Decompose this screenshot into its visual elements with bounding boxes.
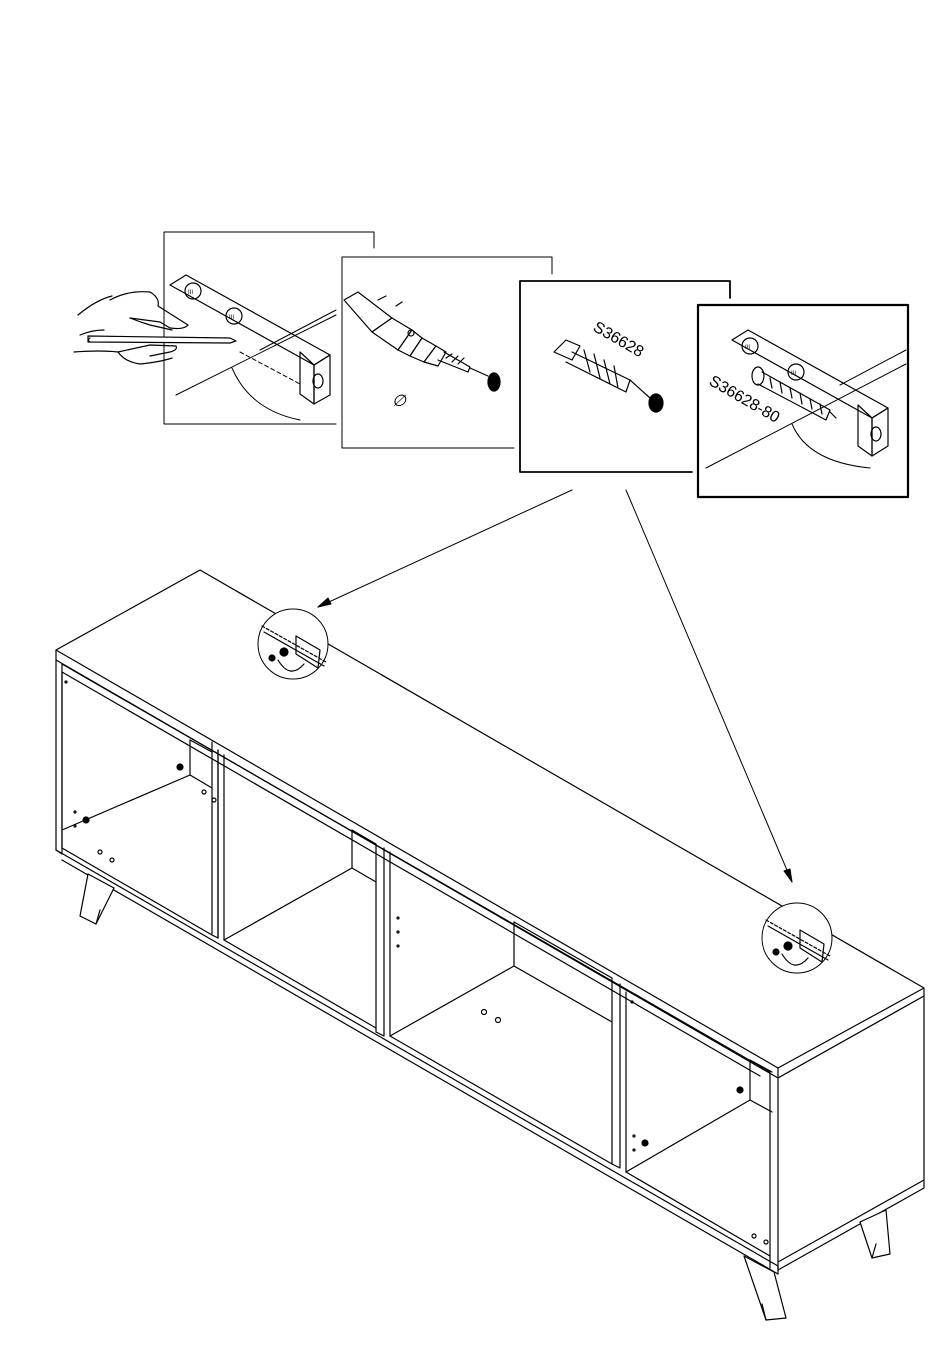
bracket-mark: III: [791, 371, 796, 377]
bracket-mark: III: [745, 345, 750, 351]
bracket-mark: III: [188, 290, 193, 296]
drill-diameter-symbol: ∅: [392, 393, 407, 410]
bracket-detail-circle-left: [258, 609, 328, 679]
bracket-mark: III: [229, 315, 234, 321]
drill-hole-mark: [488, 373, 500, 391]
anchor-code-label: S36628: [590, 319, 646, 361]
step-panel-mark-holes: III III: [74, 232, 374, 424]
bracket-detail-circle-right: [762, 903, 832, 973]
hand-pencil-icon: [74, 292, 236, 364]
drill-icon: [344, 292, 488, 376]
wall-bracket: III III: [732, 330, 888, 456]
cabinet-leg: [80, 874, 114, 924]
step-panel-screw-bracket: III III S36628-80: [698, 305, 908, 497]
anchor-hole-mark: [649, 394, 663, 412]
